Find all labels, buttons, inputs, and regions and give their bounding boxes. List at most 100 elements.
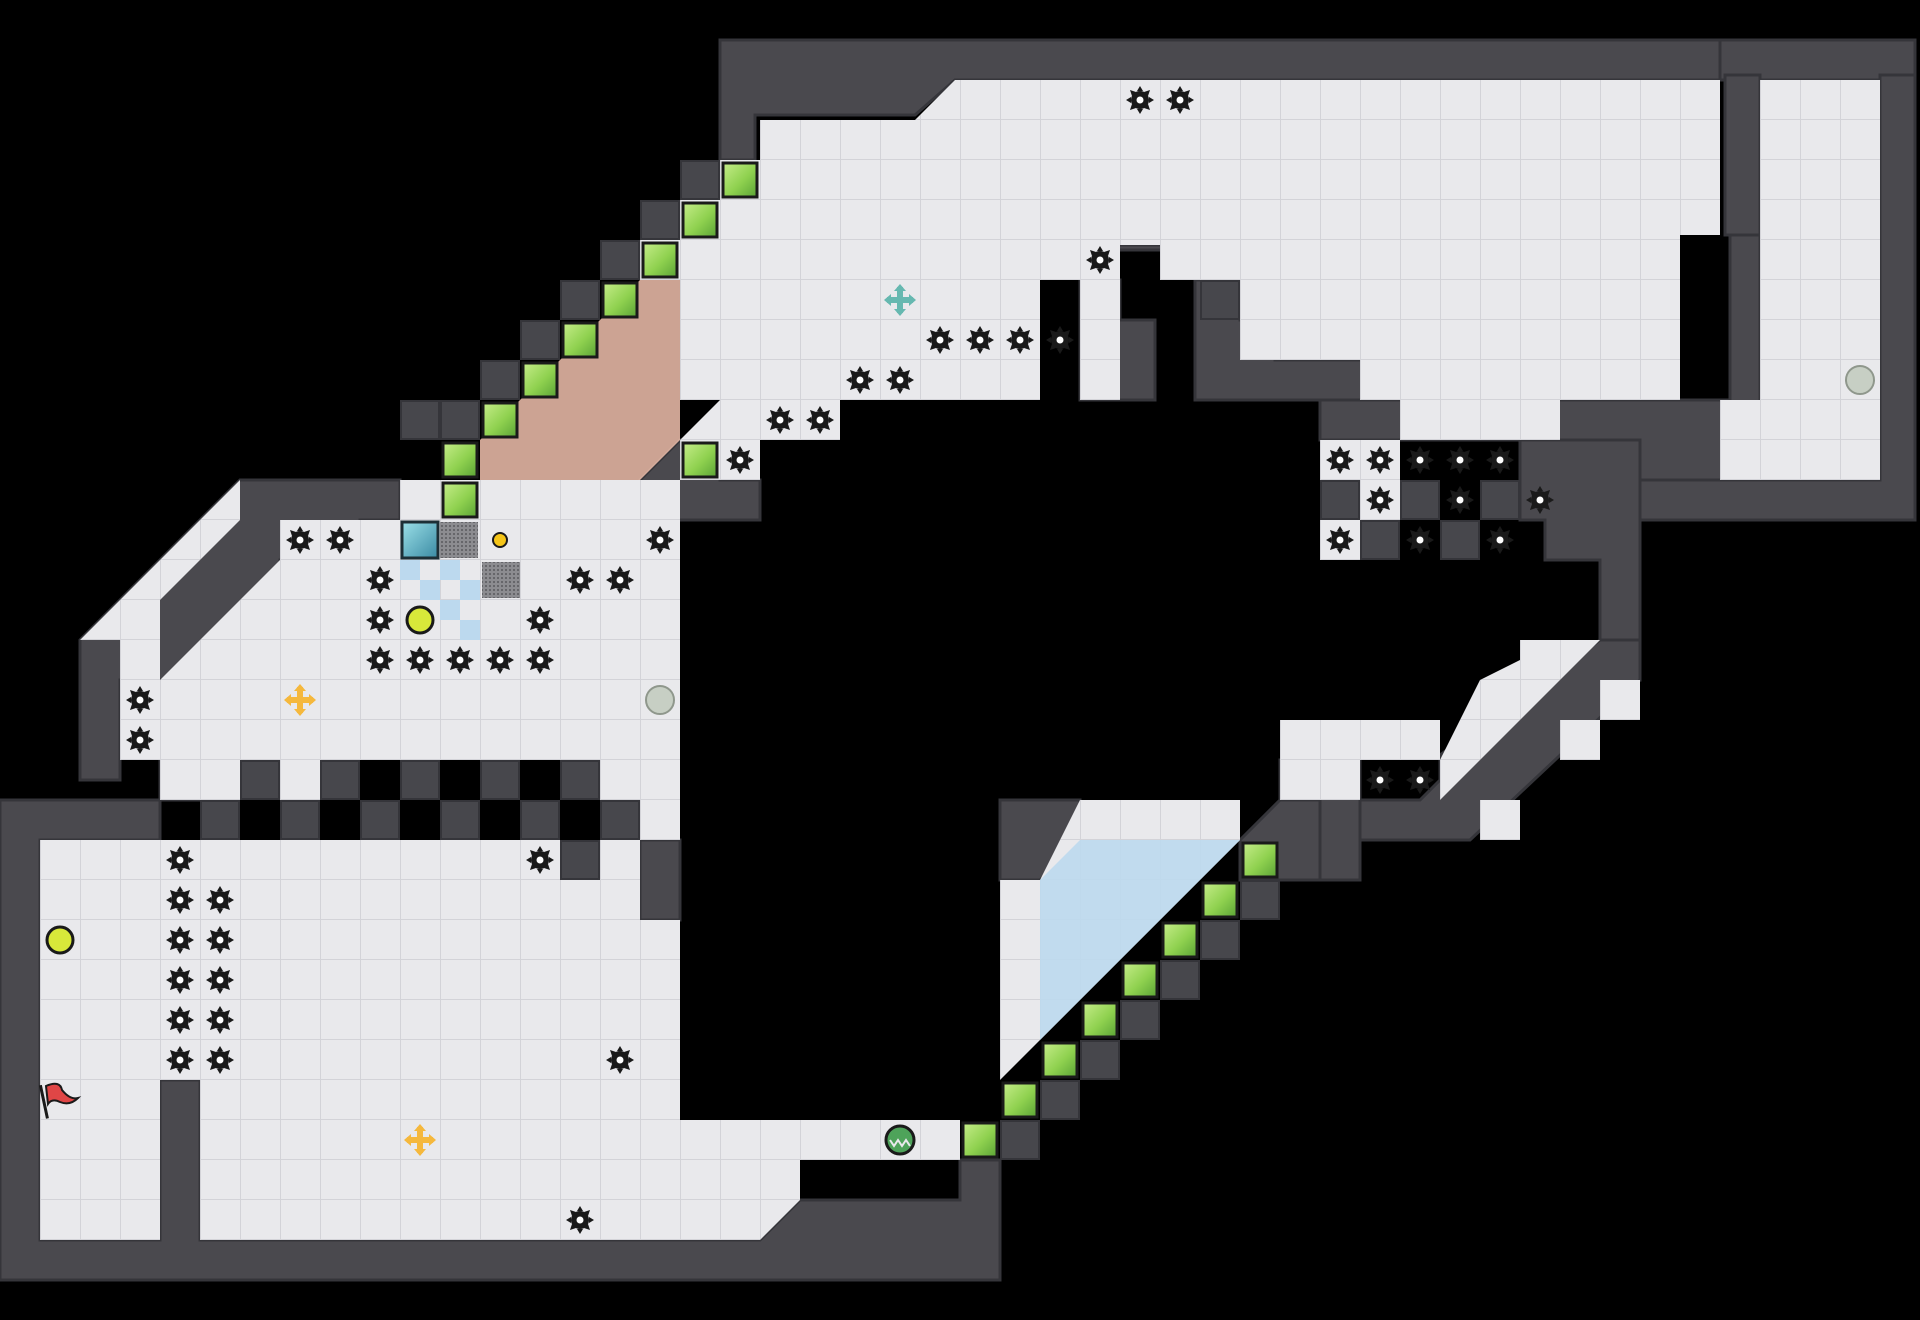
spike-ball-icon [1006,326,1034,354]
green-bounce-block-icon [681,441,719,479]
wall-block [400,760,440,800]
green-bounce-block-icon [601,281,639,319]
spike-ball-icon [846,366,874,394]
spike-ball-icon [1406,446,1434,474]
spike-ball-icon [166,1046,194,1074]
spike-ball-icon [1366,486,1394,514]
spike-ball-icon [286,526,314,554]
spike-ball-icon [206,1006,234,1034]
goal-flag-icon [38,1082,82,1119]
spike-ball-icon [486,646,514,674]
wall-block [1400,480,1440,520]
wall-block [1240,880,1280,920]
spike-ball-icon [326,526,354,554]
grey-orb-icon [645,365,1875,715]
green-bounce-block-icon [1001,1081,1039,1119]
wall-block [440,400,480,440]
wall-block [1200,920,1240,960]
spike-ball-icon [126,726,154,754]
spike-ball-icon [366,606,394,634]
spike-ball-icon [206,966,234,994]
orange-move-cross-icon [284,684,436,1156]
spike-ball-icon [166,926,194,954]
green-bounce-block-icon [961,1121,999,1159]
wall-block [1160,960,1200,1000]
green-bounce-block-icon [1201,881,1239,919]
wall-block [560,760,600,800]
wall-block [480,760,520,800]
green-bounce-block-icon [721,161,759,199]
wall-block [1040,1080,1080,1120]
yellow-orb-icon [45,605,435,955]
spike-ball-icon [126,686,154,714]
grate-block-icon [440,522,520,598]
spike-ball-icon [206,926,234,954]
green-bounce-block-icon [1241,841,1279,879]
spike-ball-icon [206,1046,234,1074]
wall-block [1000,1120,1040,1160]
spike-ball-icon [1326,526,1354,554]
spike-ball-icon [966,326,994,354]
spike-ball-icon [646,526,674,554]
green-bounce-block-icon [441,441,479,479]
teal-move-cross-icon [884,284,916,316]
wall-block [560,840,600,880]
player-ball-icon[interactable] [884,1124,916,1156]
wall-block [600,800,640,840]
spike-ball-icon [886,366,914,394]
spike-ball-icon [566,1206,594,1234]
wall-block [1440,520,1480,560]
wall-block [600,240,640,280]
spike-ball-icon [1126,86,1154,114]
green-bounce-block-icon [481,401,519,439]
spike-ball-icon [166,846,194,874]
spike-ball-icon [726,446,754,474]
wall-block [1480,480,1520,520]
wall-block [240,760,280,800]
spike-ball-icon [926,326,954,354]
spike-ball-icon [1046,326,1074,354]
spike-ball-icon [1366,446,1394,474]
coin-icon [492,532,508,548]
green-bounce-block-icon [441,481,479,519]
spike-ball-icon [406,646,434,674]
spike-ball-icon [166,886,194,914]
spike-ball-icon [166,966,194,994]
spike-ball-icon [606,1046,634,1074]
green-bounce-block-icon [561,321,599,359]
wall-block [280,800,320,840]
green-bounce-block-icon [1041,1041,1079,1079]
spike-ball-icon [606,566,634,594]
orange-zone [480,280,680,480]
spike-ball-icon [766,406,794,434]
wall-block [1080,1040,1120,1080]
spike-ball-icon [1406,526,1434,554]
wall-block [640,200,680,240]
wall-block [1120,1000,1160,1040]
wall-block [1320,480,1360,520]
spike-ball-icon [366,646,394,674]
wall-blocks [200,160,1520,1160]
wall-block [520,320,560,360]
spike-ball-icon [566,566,594,594]
green-bounce-block-icon [641,241,679,279]
spike-ball-icon [1366,766,1394,794]
wall-block [520,800,560,840]
spike-ball-icon [1406,766,1434,794]
wall-block [560,280,600,320]
wall-block [480,360,520,400]
spike-ball-icon [806,406,834,434]
green-bounce-block-icon [521,361,559,399]
green-bounce-block-icon [1121,961,1159,999]
wall-block [200,800,240,840]
spike-ball-icon [1446,486,1474,514]
wall-block [400,400,440,440]
wall-block [360,800,400,840]
spike-ball-icon [1166,86,1194,114]
wall-block [320,760,360,800]
spike-ball-icon [1086,246,1114,274]
wall-block [1360,520,1400,560]
spike-ball-icon [1446,446,1474,474]
bounce-blocks [441,161,1279,1159]
